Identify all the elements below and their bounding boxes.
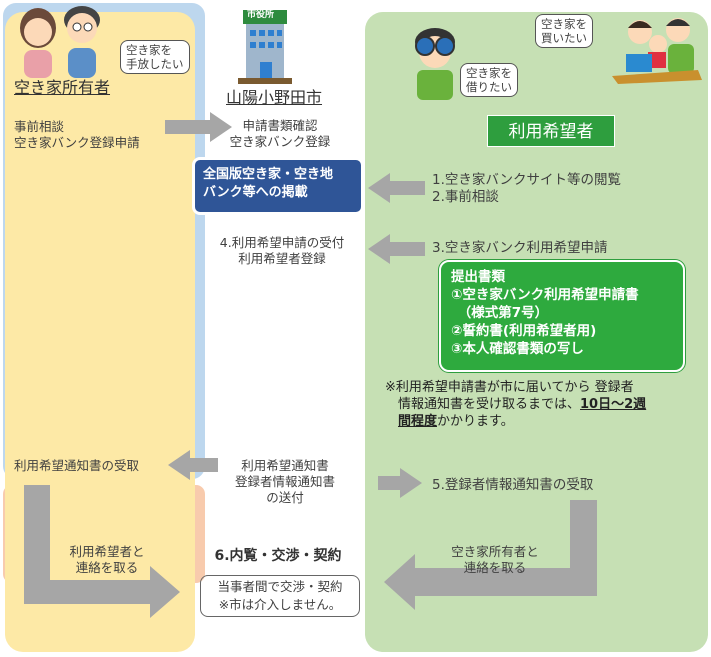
bubble-line: 借りたい	[466, 80, 512, 94]
final-note-line: 当事者間で交渉・契約	[217, 579, 343, 594]
buy-speech-bubble: 空き家を買いたい	[535, 14, 593, 48]
city-step4-line: 4.利用希望申請の受付	[219, 235, 345, 250]
docs-line: ②誓約書(利用希望者用)	[451, 323, 597, 339]
city-title: 山陽小野田市	[226, 88, 323, 107]
owner-speech-bubble: 空き家を手放したい	[120, 40, 190, 74]
city-step4-line: 利用希望者登録	[238, 251, 326, 266]
note-emphasis: 10日～2週	[580, 397, 647, 412]
arrow-owner-to-city	[165, 112, 232, 142]
note-text: かかります。	[437, 414, 514, 429]
listing-line: バンク等への掲載	[203, 185, 308, 200]
final-note-line: ※市は介入しません。	[218, 597, 342, 612]
bubble-line: 空き家を	[466, 66, 512, 80]
user-title: 利用希望者	[487, 115, 615, 147]
bubble-line: 手放したい	[126, 57, 184, 71]
rent-speech-bubble: 空き家を借りたい	[460, 63, 518, 97]
note-line-1: ※利用希望申請書が市に届いてから 登録者	[385, 380, 634, 395]
arrow-city-to-user	[378, 468, 422, 498]
listing-line: 全国版空き家・空き地	[203, 167, 334, 182]
arrow-user-to-final	[384, 500, 597, 610]
note-line-2: 情報通知書を受け取るまでは、10日～2週	[398, 397, 646, 413]
arrow-owner-to-final	[24, 485, 180, 618]
docs-line: ③本人確認書類の写し	[451, 341, 584, 357]
city-send-line: 利用希望通知書	[241, 458, 329, 473]
user-contact-line: 連絡を取る	[463, 560, 527, 575]
bubble-line: 空き家を	[126, 43, 172, 57]
arrow-user-to-city-apply	[368, 234, 425, 264]
arrow-user-to-listing	[368, 173, 425, 203]
listing-box: 全国版空き家・空き地バンク等への掲載	[192, 157, 364, 215]
city-step-line: 申請書類確認	[242, 118, 318, 133]
docs-line: （様式第7号）	[451, 305, 549, 321]
docs-line: 提出書類	[451, 269, 505, 285]
owner-receive-notice: 利用希望通知書の受取	[14, 458, 140, 473]
bubble-line: 空き家を	[541, 17, 587, 31]
owner-contact-line: 利用希望者と	[69, 544, 145, 559]
owner-step-line: 事前相談	[14, 119, 65, 134]
note-line-3: 間程度かかります。	[398, 414, 514, 430]
owners-illustration-icon	[20, 6, 100, 78]
note-emphasis: 間程度	[398, 414, 438, 429]
city-send-line: の送付	[266, 490, 304, 505]
owner-contact-line: 連絡を取る	[75, 560, 139, 575]
city-send-line: 登録者情報通知書	[234, 474, 335, 489]
docs-line: ①空き家バンク利用希望申請書	[451, 287, 639, 303]
final-title: 6.内覧・交渉・契約	[214, 548, 342, 564]
user-contact-line: 空き家所有者と	[451, 544, 539, 559]
arrow-city-to-owner	[168, 450, 218, 480]
city-hall-sign: 市役所	[247, 10, 275, 20]
final-note-box: 当事者間で交渉・契約 ※市は介入しません。	[200, 575, 360, 617]
user-step1: 1.空き家バンクサイト等の閲覧	[432, 172, 622, 188]
owner-step-line: 空き家バンク登録申請	[14, 135, 140, 150]
binoculars-person-icon	[415, 28, 455, 100]
family-computer-icon	[612, 18, 702, 84]
owner-title: 空き家所有者	[14, 78, 111, 97]
user-step2: 2.事前相談	[432, 189, 499, 205]
bubble-line: 買いたい	[541, 31, 587, 45]
user-step5: 5.登録者情報通知書の受取	[432, 477, 594, 493]
user-step3: 3.空き家バンク利用希望申請	[432, 240, 608, 256]
city-hall-icon	[238, 10, 292, 84]
city-step-line: 空き家バンク登録	[229, 134, 331, 149]
required-documents-box: 提出書類 ①空き家バンク利用希望申請書 （様式第7号） ②誓約書(利用希望者用)…	[439, 260, 685, 372]
note-text: 情報通知書を受け取るまでは、	[398, 397, 581, 412]
